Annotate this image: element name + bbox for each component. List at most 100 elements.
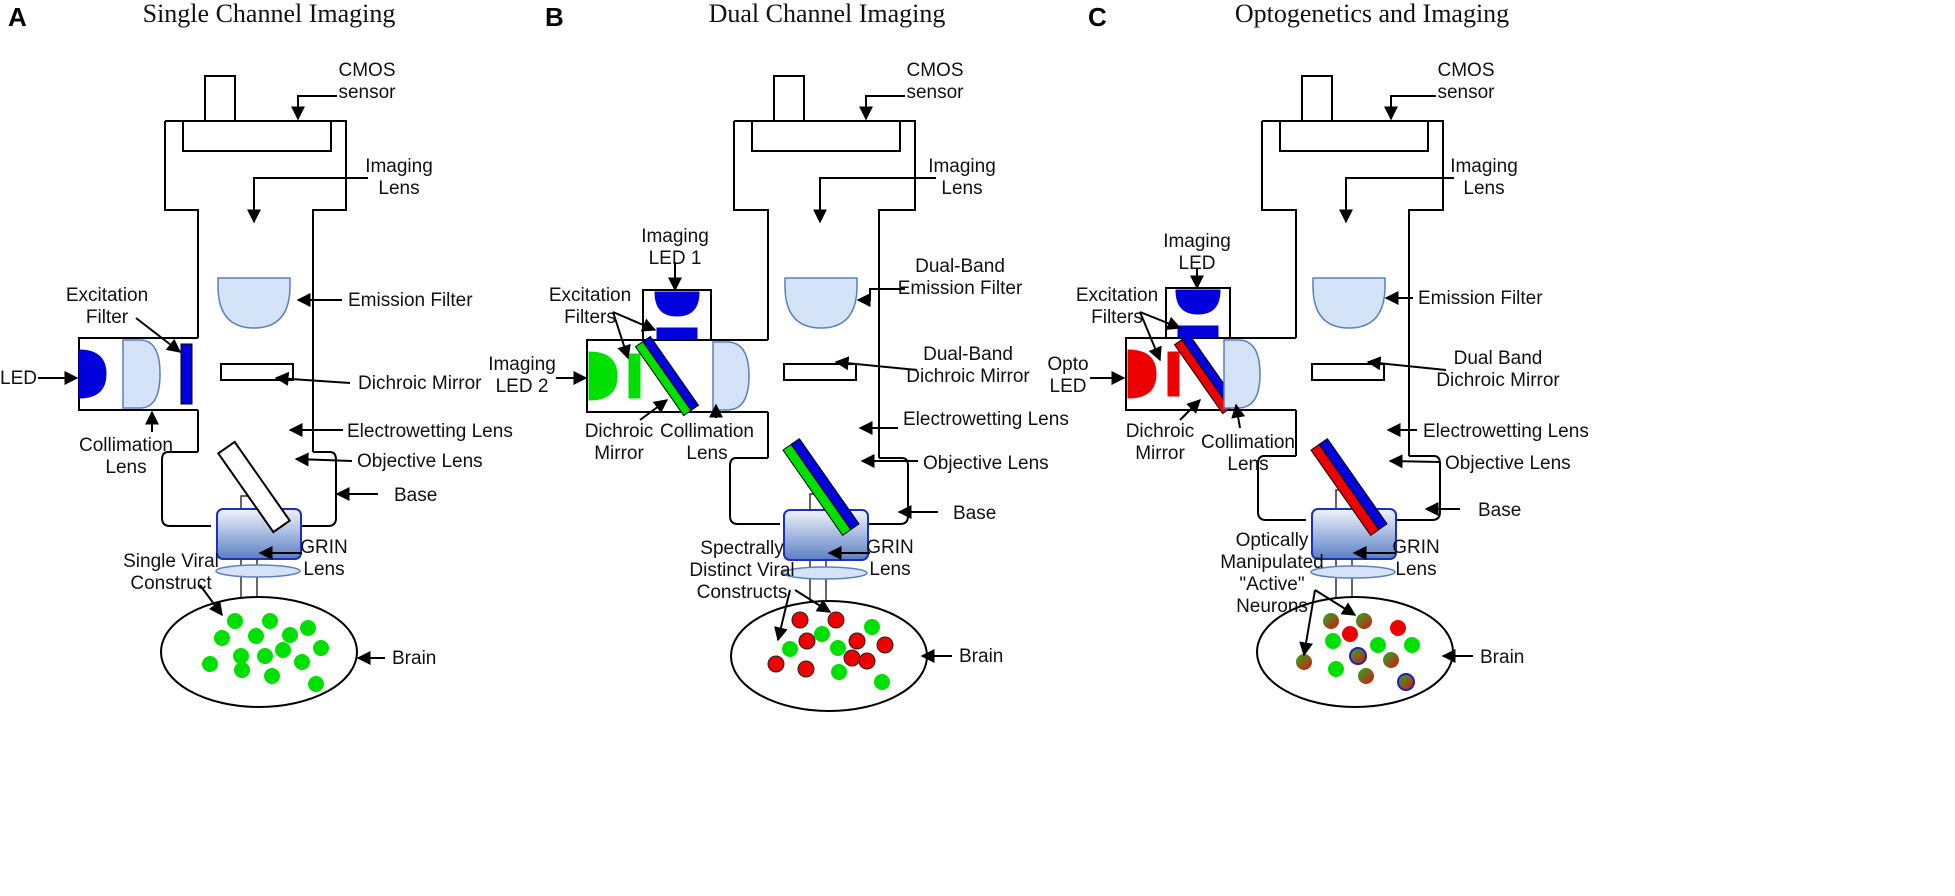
neuron-green: [233, 648, 249, 664]
dichroic-mirror-band-2: [790, 437, 860, 531]
dichroic-mirror: [216, 440, 292, 534]
neuron-green: [248, 628, 264, 644]
construct-label: Neurons: [1236, 596, 1308, 617]
neuron-red: [843, 649, 861, 667]
grin-lens-label: Lens: [1395, 559, 1436, 580]
neuron-green: [214, 630, 230, 646]
neuron-red: [767, 655, 785, 673]
label-arrow: [612, 311, 631, 360]
electrowetting-lens-label: Electrowetting Lens: [1423, 421, 1589, 442]
dichroic-mirror-label: Dichroic Mirror: [1436, 370, 1560, 391]
dichroic-mirror-band-2: [1318, 437, 1388, 531]
neuron-active: [1323, 613, 1339, 629]
neuron-green: [262, 613, 278, 629]
neuron-green: [202, 656, 218, 672]
top-excitation-filter: [656, 327, 698, 340]
neuron-active: [1397, 673, 1415, 691]
neuron-red: [1342, 626, 1358, 642]
label-arrow: [612, 311, 657, 332]
neuron-red: [848, 632, 866, 650]
imaging-lens-label: Imaging: [365, 156, 433, 177]
collimation-lens-label: Collimation: [79, 435, 173, 456]
construct-label: "Active": [1239, 574, 1304, 595]
cmos-sensor: [751, 120, 901, 152]
label-arrow: [856, 288, 905, 307]
dichroic-mirror-side-label: Dichroic: [585, 421, 654, 442]
neuron-green: [264, 668, 280, 684]
panel-title: Single Channel Imaging: [143, 0, 396, 28]
excitation-filter-label: Filters: [564, 307, 616, 328]
emission-filter-label: Dual-Band: [915, 256, 1005, 277]
emission-filter-label: Emission Filter: [1418, 288, 1543, 309]
neuron-green: [1325, 633, 1341, 649]
neuron-green: [234, 662, 250, 678]
top-excitation-filter: [1177, 325, 1219, 338]
neuron-green: [1370, 637, 1386, 653]
imaging-led-source: [1175, 289, 1221, 315]
dichroic-mirror-side-label: Mirror: [1135, 443, 1185, 464]
dichroic-mirror-label: Dichroic Mirror: [906, 366, 1030, 387]
base-label: Base: [1478, 500, 1521, 521]
label-arrow: [1299, 589, 1316, 657]
neuron-red: [827, 611, 845, 629]
label-arrow: [1366, 356, 1447, 371]
emission-filter-label: Emission Filter: [348, 290, 473, 311]
label-arrow: [639, 399, 669, 421]
base-left: [1257, 455, 1306, 521]
dichroic-mirror-label: Dual Band: [1454, 348, 1543, 369]
neuron-red: [791, 611, 809, 629]
base-left: [729, 457, 780, 525]
camera-connector: [204, 75, 236, 122]
grin-lens-label: Lens: [869, 559, 910, 580]
base-right: [1382, 455, 1441, 521]
label-arrow: [1339, 177, 1454, 224]
cmos-sensor: [1279, 120, 1429, 152]
excitation-filter-label: Filter: [86, 307, 129, 328]
label-arrow: [774, 589, 791, 642]
neuron-red: [798, 632, 816, 650]
grin-lens-label: GRIN: [1392, 537, 1440, 558]
neuron-green: [257, 648, 273, 664]
imaging-lens: [784, 277, 858, 329]
label-arrow: [1179, 399, 1201, 421]
objective-lens: [782, 566, 868, 580]
imaging-led-1-label: LED: [1179, 253, 1216, 274]
objective-lens: [215, 564, 301, 578]
opto-led-source: [588, 351, 618, 401]
imaging-led-1-label: Imaging: [1163, 231, 1231, 252]
emission-filter: [1311, 363, 1385, 381]
label-arrow: [1139, 311, 1162, 362]
panel-letter: C: [1088, 2, 1107, 32]
excitation-filter-label: Excitation: [66, 285, 148, 306]
imaging-lens-label: Lens: [941, 178, 982, 199]
collimation-lens-label: Collimation: [1201, 432, 1295, 453]
grin-lens-label: GRIN: [866, 537, 914, 558]
neuron-green: [282, 627, 298, 643]
neuron-active: [1296, 654, 1312, 670]
excitation-filter-label: Filters: [1091, 307, 1143, 328]
panel-letter: B: [545, 2, 564, 32]
imaging-led-source: [654, 291, 700, 317]
panel-title: Dual Channel Imaging: [709, 0, 946, 28]
collimation-lens-label: Lens: [1227, 454, 1268, 475]
brain-label: Brain: [1480, 647, 1524, 668]
neuron-active: [1383, 652, 1399, 668]
electrowetting-lens: [1311, 508, 1397, 560]
label-arrow: [1384, 95, 1436, 121]
panel-letter: A: [8, 2, 27, 32]
imaging-lens-label: Lens: [378, 178, 419, 199]
cmos-label: sensor: [906, 82, 964, 103]
construct-label: Single Viral: [123, 551, 219, 572]
label-arrow: [834, 356, 918, 371]
construct-label: Distinct Viral: [689, 560, 794, 581]
neuron-green: [1328, 661, 1344, 677]
panel-A: A Single Channel Imaging: [8, 0, 396, 708]
brain-label: Brain: [392, 648, 436, 669]
neuron-active: [1349, 647, 1367, 665]
neuron-active: [1358, 668, 1374, 684]
neuron-green: [874, 674, 890, 690]
emission-filter-label: Emission Filter: [898, 278, 1023, 299]
grin-lens-label: Lens: [303, 559, 344, 580]
label-arrow: [1388, 454, 1441, 469]
label-arrow: [294, 452, 353, 467]
